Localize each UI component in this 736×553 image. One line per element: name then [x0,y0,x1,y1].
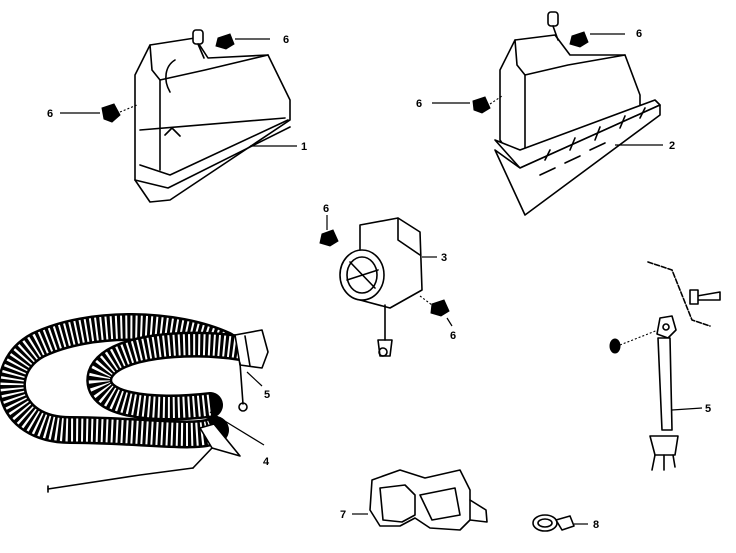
part-1-fastener-top [215,33,270,50]
callout-6-g: 5 [264,389,270,401]
part-2-cover-with-skirt [494,11,661,216]
part-7-goggles [369,469,488,531]
callout-6-f: 6 [450,330,456,342]
part-3-fastener-right [419,295,453,327]
callout-6-a: 6 [283,34,289,46]
part-3-fastener-left [319,215,339,247]
callout-7: 7 [340,509,346,521]
part-4-hose [0,313,269,493]
part-2-fastener-left [432,95,503,114]
callout-5: 5 [705,403,711,415]
callout-8: 8 [593,519,599,531]
part-3-connector [339,217,423,357]
part-5-bracket [609,261,721,471]
callout-6-c: 6 [636,28,642,40]
callout-4: 4 [263,456,270,468]
callout-6-b: 6 [47,108,53,120]
part-2-fastener-top [569,31,625,48]
callout-3: 3 [441,252,447,264]
part-8-clip [532,514,575,532]
callout-1: 1 [301,141,307,153]
callout-2: 2 [669,140,675,152]
part-1-cover [134,29,291,203]
part-1-fastener-left [60,103,138,123]
callout-6-d: 6 [416,98,422,110]
callout-6-e: 6 [323,203,329,215]
